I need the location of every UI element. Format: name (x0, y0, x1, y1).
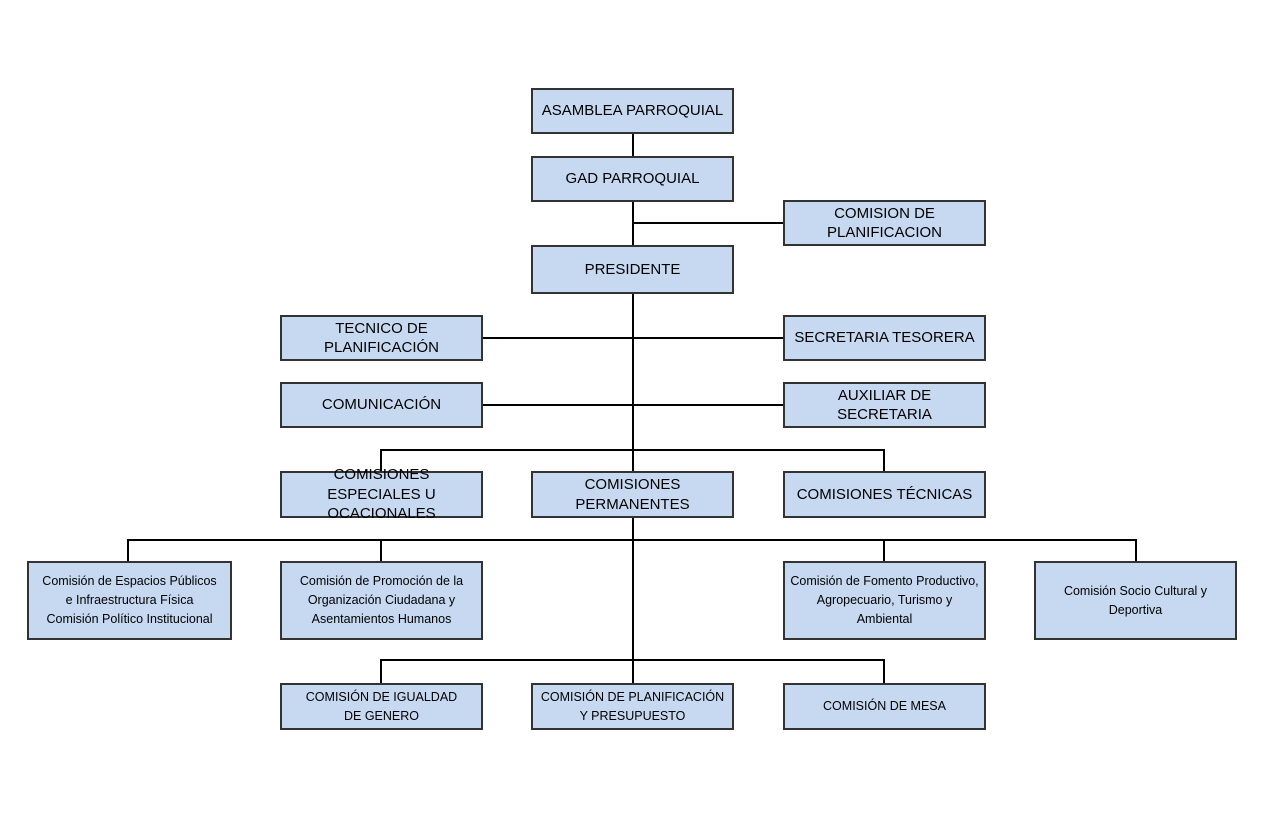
presidente-box: PRESIDENTE (531, 245, 734, 294)
tecnico-planificacion-box: TECNICO DE PLANIFICACIÓN (280, 315, 483, 361)
connector-line (380, 449, 382, 472)
comision-promocion-box: Comisión de Promoción de la Organización… (280, 561, 483, 640)
box-label: COMISIONES TÉCNICAS (796, 485, 973, 503)
box-label: Comisión de Fomento Productivo, Agropecu… (790, 574, 979, 626)
box-label: SECRETARIA TESORERA (794, 329, 975, 347)
comision-socio-cultural-box: Comisión Socio Cultural y Deportiva (1034, 561, 1237, 640)
connector-line (883, 659, 885, 684)
connector-line (883, 449, 885, 472)
connector-line (1135, 539, 1137, 562)
box-label: ASAMBLEA PARROQUIAL (541, 102, 724, 120)
comision-planificacion-presupuesto-box: COMISIÓN DE PLANIFICACIÓN Y PRESUPUESTO (531, 683, 734, 730)
connector-line (633, 222, 784, 224)
comisiones-especiales-box: COMISIONES ESPECIALES U OCACIONALES (280, 466, 483, 522)
box-label: Comisión de Espacios Públicos e Infraest… (42, 574, 217, 626)
comision-fomento-box: Comisión de Fomento Productivo, Agropecu… (783, 561, 986, 640)
connector-line (482, 337, 784, 339)
box-label: COMISIÓN DE IGUALDAD DE GENERO (305, 689, 458, 723)
comision-mesa-box: COMISIÓN DE MESA (783, 683, 986, 730)
comunicacion-box: COMUNICACIÓN (280, 382, 483, 428)
box-label: COMUNICACIÓN (321, 396, 442, 414)
box-label: AUXILIAR DE SECRETARIA (837, 386, 932, 424)
connector-line (632, 659, 634, 684)
box-label: GAD PARROQUIAL (565, 170, 700, 188)
connector-line (127, 539, 129, 562)
comisiones-permanentes-box: COMISIONES PERMANENTES (531, 471, 734, 518)
box-label: COMISIÓN DE MESA (823, 699, 946, 714)
connector-line (127, 539, 1137, 541)
connector-line (380, 659, 382, 684)
comision-espacios-box: Comisión de Espacios Públicos e Infraest… (27, 561, 232, 640)
connector-line (482, 404, 784, 406)
auxiliar-secretaria-box: AUXILIAR DE SECRETARIA (783, 382, 986, 428)
comision-planificacion-box: COMISION DE PLANIFICACION (783, 200, 986, 246)
gad-parroquial-box: GAD PARROQUIAL (531, 156, 734, 202)
connector-line (632, 133, 634, 157)
comisiones-tecnicas-box: COMISIONES TÉCNICAS (783, 471, 986, 518)
connector-line (380, 449, 885, 451)
box-label: COMISIÓN DE PLANIFICACIÓN Y PRESUPUESTO (540, 689, 725, 723)
comision-igualdad-box: COMISIÓN DE IGUALDAD DE GENERO (280, 683, 483, 730)
box-label: COMISIONES ESPECIALES U OCACIONALES (327, 466, 436, 523)
box-label: TECNICO DE PLANIFICACIÓN (323, 319, 440, 357)
asamblea-parroquial-box: ASAMBLEA PARROQUIAL (531, 88, 734, 134)
secretaria-tesorera-box: SECRETARIA TESORERA (783, 315, 986, 361)
box-label: Comisión de Promoción de la Organización… (299, 574, 464, 626)
box-label: PRESIDENTE (584, 260, 681, 278)
box-label: COMISION DE PLANIFICACION (826, 204, 943, 242)
box-label: Comisión Socio Cultural y Deportiva (1063, 583, 1208, 617)
box-label: COMISIONES PERMANENTES (575, 476, 690, 513)
connector-line (380, 539, 382, 562)
connector-line (883, 539, 885, 562)
